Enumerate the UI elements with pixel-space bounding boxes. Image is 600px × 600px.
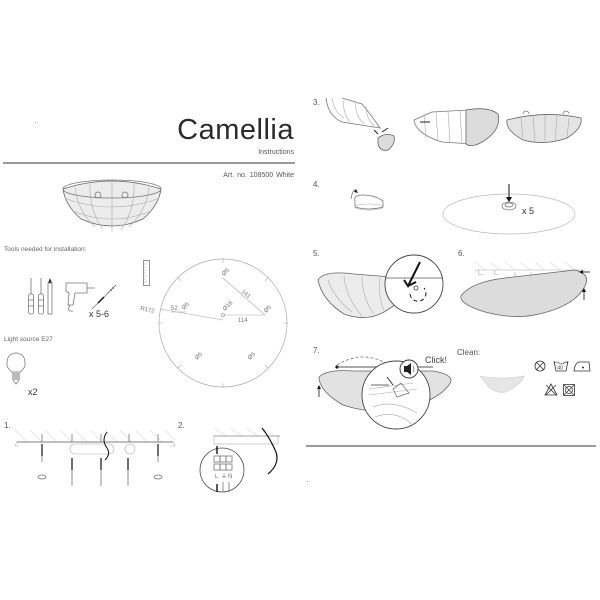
step-1-illustration — [14, 429, 176, 486]
step-3-illustration-a — [325, 97, 395, 151]
article-number: Art. no. 108500 White — [223, 172, 294, 179]
step-6-illustration — [460, 261, 590, 317]
screwdriver-icon — [28, 278, 34, 315]
step-5-number: 5. — [313, 249, 320, 258]
do-not-bleach-icon — [544, 383, 558, 396]
light-source-heading: Light source E27 — [4, 336, 53, 343]
step-3-illustration-b — [413, 108, 500, 146]
terminal-label-n: N — [228, 474, 232, 480]
step-4-ring-illustration — [350, 189, 384, 211]
center-hole-label: Ø16 — [222, 300, 235, 313]
hole-label: Ø5 — [194, 351, 204, 361]
do-not-tumble-dry-icon — [563, 384, 575, 396]
hole-label: Ø5 — [247, 351, 257, 361]
radius-label: R172 — [140, 306, 156, 315]
drill-icon — [65, 282, 95, 312]
hole-label: Ø5 — [263, 304, 273, 314]
step-7-number: 7. — [313, 346, 320, 355]
step-6-number: 6. — [458, 249, 465, 258]
dim-141: 141 — [240, 289, 252, 300]
bulb-quantity: x2 — [28, 387, 38, 397]
ring-quantity: x 5 — [522, 206, 535, 216]
iron-low-icon — [573, 361, 591, 372]
terminal-label-l: L — [215, 474, 219, 480]
step-3-illustration-c — [506, 110, 582, 143]
wash-temperature: 40 — [557, 366, 563, 372]
header-divider — [3, 162, 295, 164]
footer-divider — [306, 445, 596, 447]
step-2-number: 2. — [178, 421, 185, 430]
wall-plug-screw-icon — [91, 284, 117, 310]
light-bulb-icon — [6, 352, 26, 385]
screw-quantity: x 5-6 — [89, 309, 110, 319]
click-sound-label: Click! — [425, 355, 447, 365]
dim-114: 114 — [238, 318, 248, 324]
care-heading: Clean: — [457, 348, 481, 357]
page-dot — [35, 122, 36, 123]
screwdriver-icon — [38, 278, 44, 315]
step-5-illustration — [317, 254, 444, 318]
step-3-number: 3. — [313, 98, 320, 107]
product-title: Camellia — [177, 114, 294, 146]
product-illustration — [62, 179, 162, 232]
hole-label: Ø5 — [221, 267, 231, 277]
step-1-number: 1. — [4, 421, 11, 430]
document-subtitle: Instructions — [258, 149, 294, 156]
step-4-template-illustration — [442, 184, 576, 235]
wash-40-icon: 40 — [553, 360, 569, 372]
step-2-illustration: L ⏚ N — [199, 427, 280, 493]
cloth-illustration — [479, 375, 525, 393]
dim-52: 52 — [171, 306, 178, 312]
drilling-template: R172 52 Ø5 Ø16 Ø5 141 Ø5 114 Ø5 Ø5 — [140, 258, 288, 388]
hole-label: Ø5 — [181, 301, 191, 311]
tools-heading: Tools needed for installation: — [4, 246, 87, 253]
terminal-label-earth: ⏚ — [221, 473, 227, 480]
step-7-illustration — [317, 356, 452, 430]
ruler-icon — [143, 260, 150, 286]
step-4-number: 4. — [313, 180, 320, 189]
page-dot — [307, 481, 308, 482]
pencil-icon — [47, 278, 53, 315]
do-not-dry-clean-icon — [534, 360, 546, 372]
